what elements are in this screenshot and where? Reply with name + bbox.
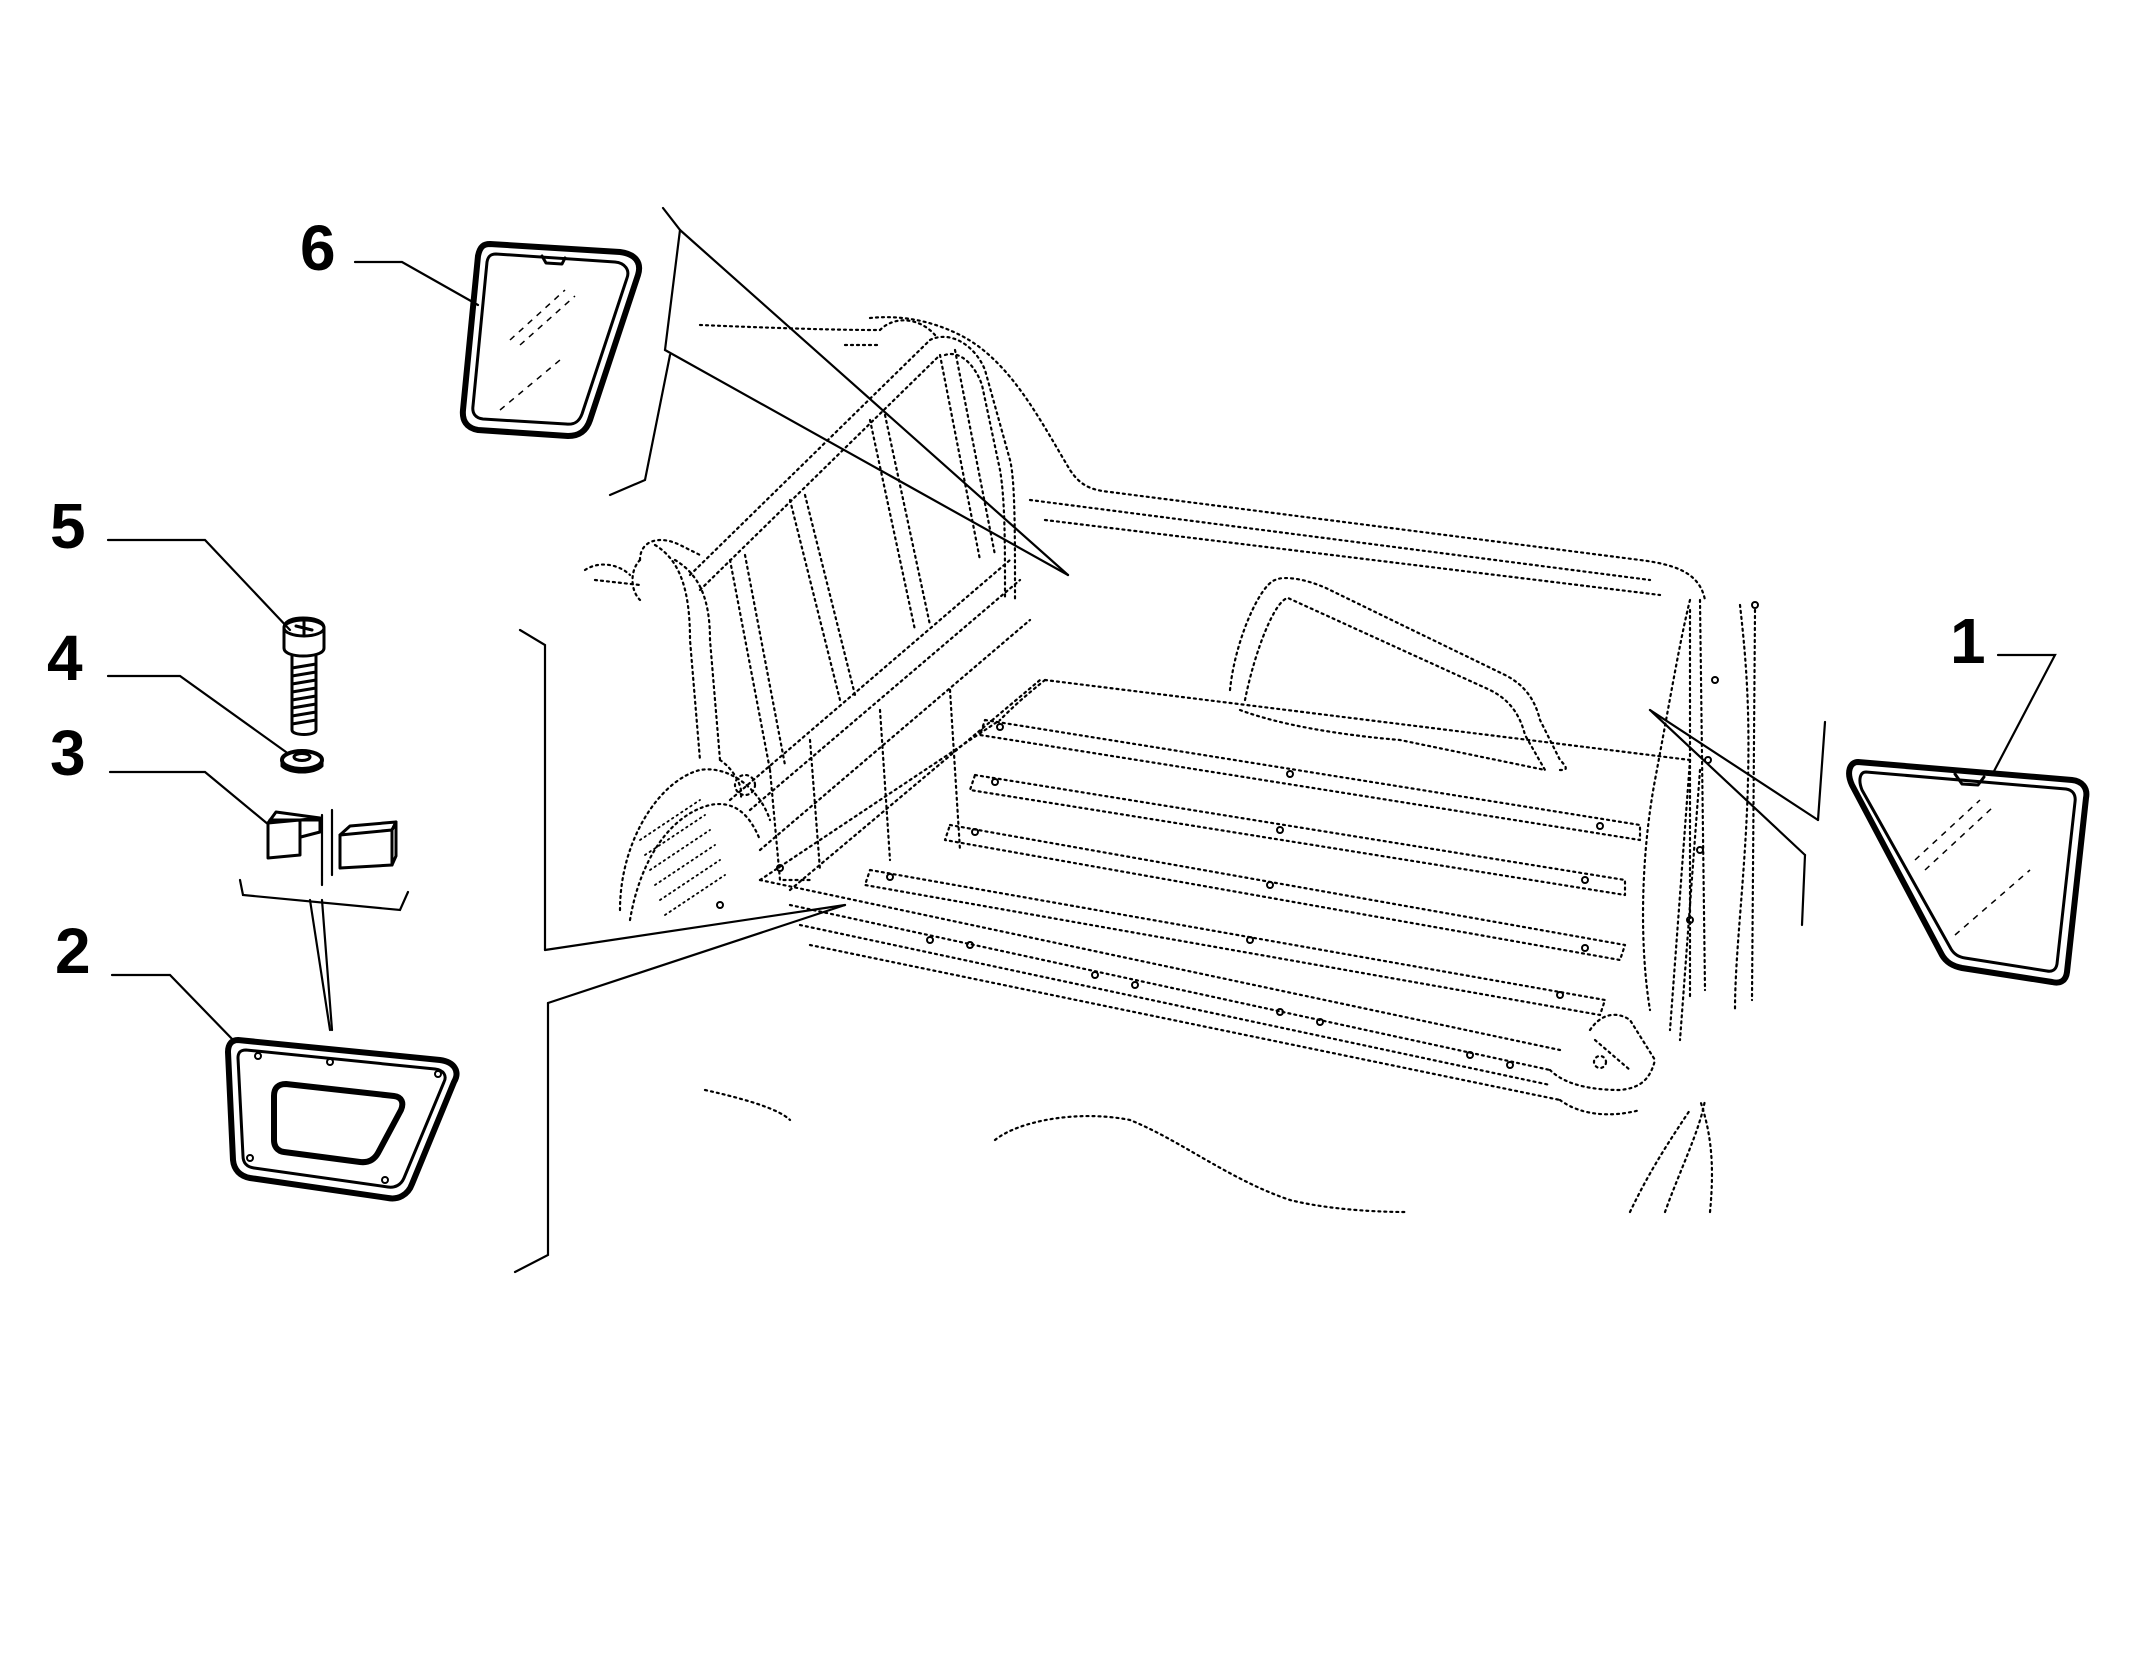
callout-1: 1 [1950, 605, 2057, 777]
callout-label-6: 6 [300, 212, 336, 284]
washer-icon[interactable] [280, 749, 324, 774]
callout-label-3: 3 [50, 717, 86, 789]
window-frame-icon[interactable] [225, 1037, 460, 1202]
screw-icon[interactable] [282, 616, 326, 736]
clip-icon[interactable] [266, 808, 398, 887]
callout-6: 6 [300, 212, 480, 307]
side-window-glass-icon[interactable] [1846, 759, 2090, 986]
callout-label-2: 2 [55, 915, 91, 987]
callout-3: 3 [50, 717, 277, 832]
bracket-lines [513, 206, 1827, 1274]
callout-4: 4 [47, 622, 288, 754]
callout-2: 2 [55, 915, 237, 1044]
callout-label-4: 4 [47, 622, 83, 694]
callout-label-1: 1 [1950, 605, 1986, 677]
callout-5: 5 [50, 490, 292, 632]
side-window-glass-icon[interactable] [459, 241, 642, 439]
vehicle-cargo-bed-icon [583, 316, 1759, 1214]
callout-label-5: 5 [50, 490, 86, 562]
